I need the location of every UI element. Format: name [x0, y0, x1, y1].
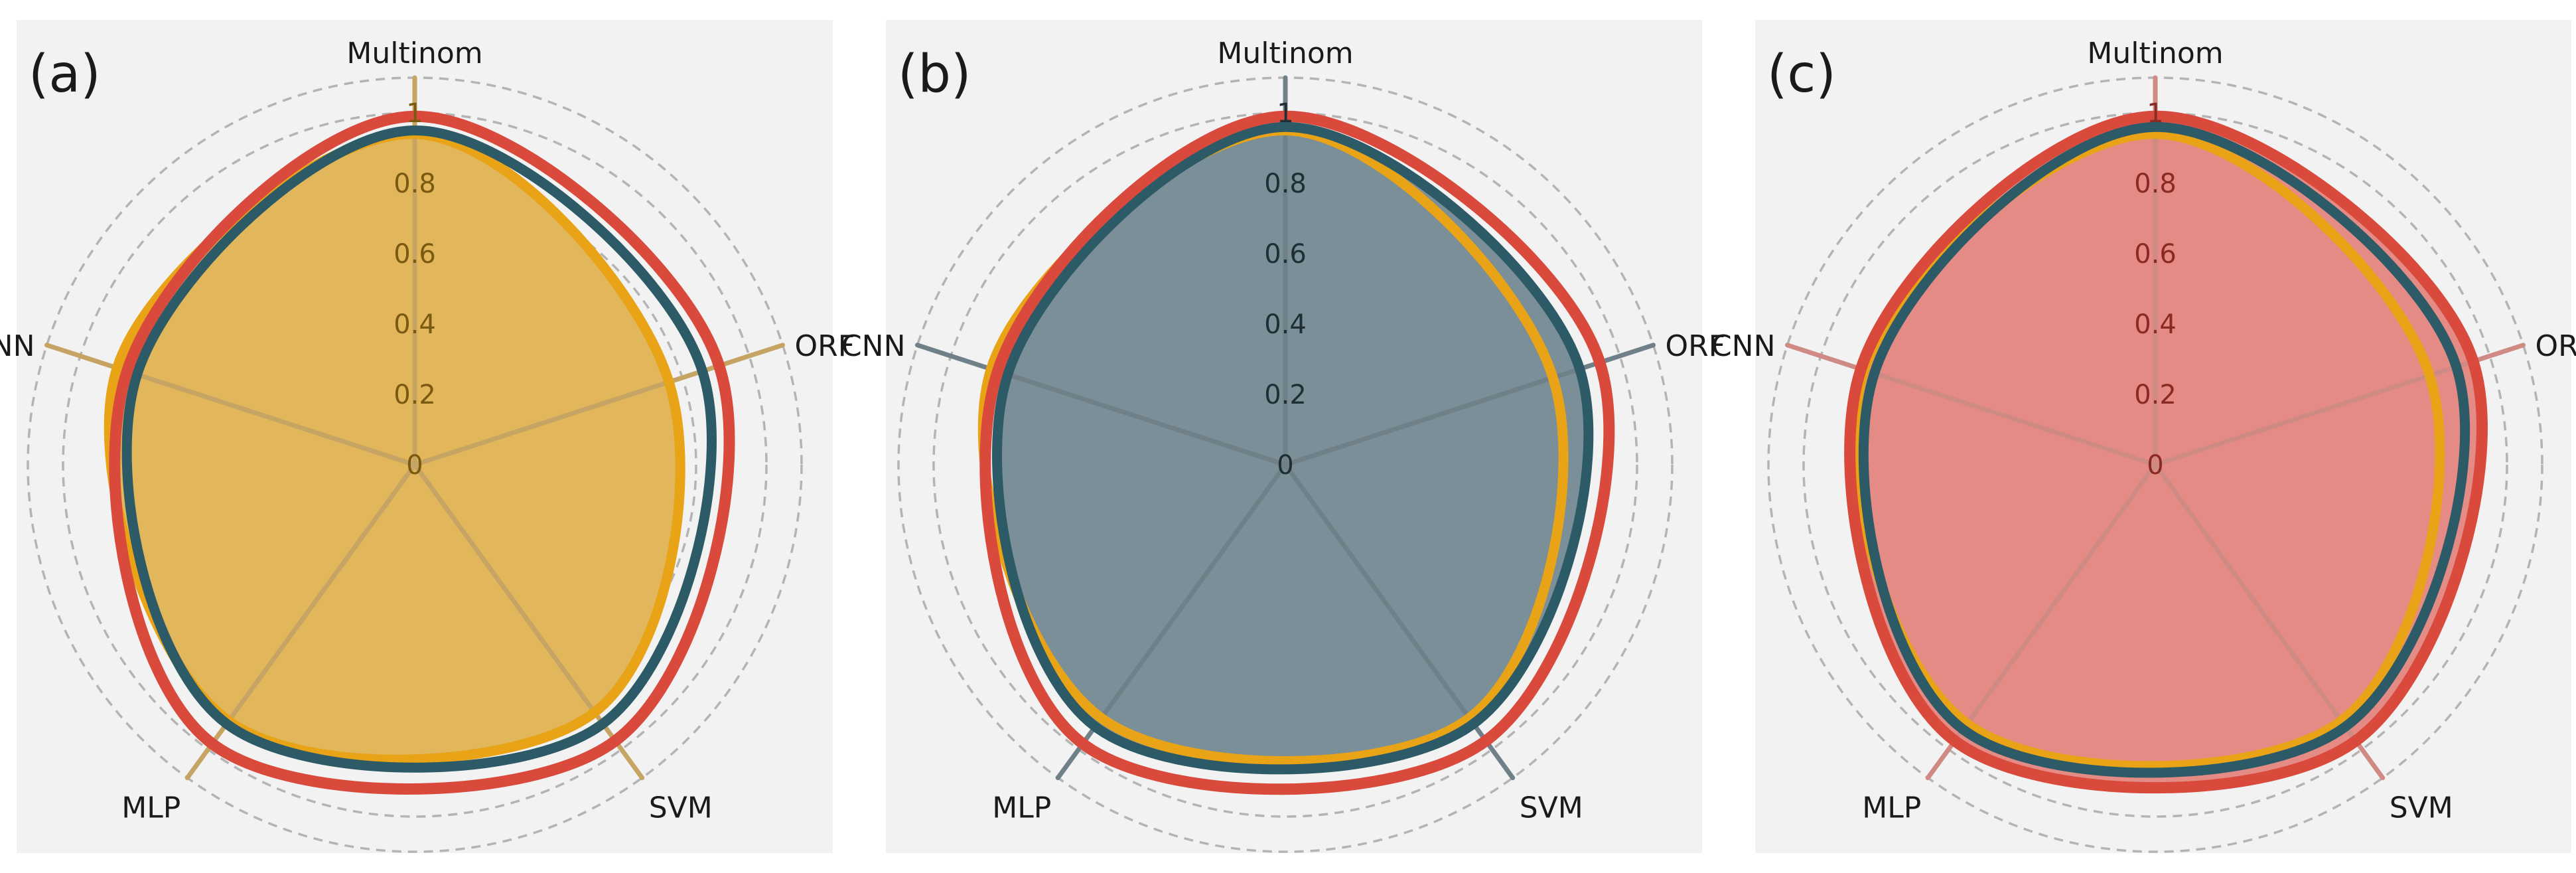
axis-label-cnn: CNN [0, 329, 35, 363]
axis-spoke [1283, 343, 1656, 467]
radial-tick-label: 0.4 [1264, 309, 1307, 340]
axis-label-mlp: MLP [121, 791, 180, 825]
radial-tick-label: 0.4 [2134, 309, 2177, 340]
axis-label-orf: ORF [2536, 329, 2576, 363]
axis-label-multinom: Multinom [2087, 37, 2223, 70]
axis-spoke [915, 343, 1288, 467]
panel-label: (b) [898, 44, 971, 104]
series-line-teal [1858, 121, 2470, 778]
radial-tick-label: 0.2 [394, 380, 436, 410]
panel-label: (c) [1767, 44, 1836, 104]
radial-tick-label: 0.8 [394, 169, 436, 199]
radial-tick-label: 0 [2147, 450, 2163, 481]
series-line-red [979, 110, 1615, 795]
axis-label-multinom: Multinom [1217, 37, 1353, 70]
radial-tick-label: 0.8 [1264, 169, 1307, 199]
radial-tick-label: 0.6 [394, 239, 436, 270]
axis-label-svm: SVM [649, 791, 713, 825]
radial-tick-label: 1 [1277, 98, 1293, 129]
radial-tick-label: 0.8 [2134, 169, 2177, 199]
series-line-teal [121, 125, 717, 773]
radial-tick-label: 0.6 [2134, 239, 2177, 270]
axis-spoke [2153, 343, 2526, 467]
series-line-red [109, 110, 735, 795]
series-line-teal [992, 121, 1594, 775]
axis-label-mlp: MLP [992, 791, 1051, 825]
series-fill-area [997, 127, 1589, 769]
series-line-red [1844, 110, 2488, 794]
axis-label-mlp: MLP [1862, 791, 1921, 825]
radial-tick-label: 1 [406, 98, 423, 129]
axis-label-orf: ORF [1666, 329, 1726, 363]
axis-spoke [44, 343, 417, 467]
radial-tick-label: 0.4 [394, 309, 436, 340]
series-fill-area [109, 133, 681, 760]
radial-tick-label: 0.6 [1264, 239, 1307, 270]
axis-label-cnn: CNN [841, 329, 906, 363]
axis-label-orf: ORF [795, 329, 855, 363]
radial-tick-label: 0 [1277, 450, 1293, 481]
radial-tick-label: 1 [2147, 98, 2163, 129]
radial-tick-label: 0.2 [2134, 380, 2177, 410]
axis-label-svm: SVM [1520, 791, 1583, 825]
radial-tick-label: 0.2 [1264, 380, 1307, 410]
radial-tick-label: 0 [406, 450, 423, 481]
panel-label: (a) [29, 44, 101, 104]
axis-label-cnn: CNN [1711, 329, 1776, 363]
axis-label-svm: SVM [2390, 791, 2453, 825]
series-line-yellow [104, 129, 685, 765]
axis-label-multinom: Multinom [346, 37, 482, 70]
series-fill-area [1849, 116, 2482, 788]
axis-spoke [1785, 343, 2158, 467]
